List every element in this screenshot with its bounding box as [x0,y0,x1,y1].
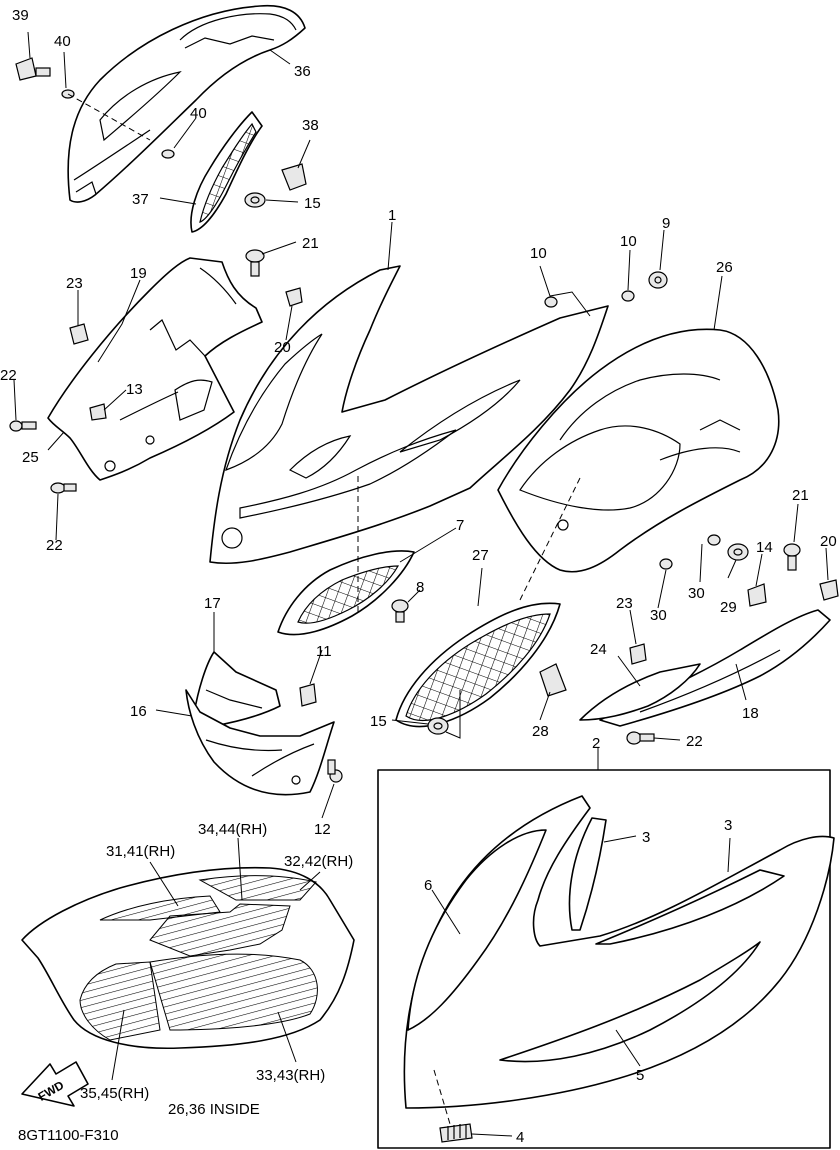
label-32-42: 32,42(RH) [284,853,353,870]
part-37-side-grille [190,111,263,233]
label-40-mid: 40 [190,105,207,122]
label-27: 27 [472,547,489,564]
part-8-screw [391,599,409,623]
label-22-left: 22 [0,367,17,384]
label-10-left: 10 [530,245,547,262]
part-30-washer-a [659,558,673,570]
label-26: 26 [716,259,733,276]
label-36: 36 [294,63,311,80]
part-13-nut [89,403,107,421]
label-22-lower: 22 [46,537,63,554]
part-21-bolt-top [245,249,265,277]
part-4-emblem [439,1123,473,1143]
fwd-arrow: FWD [21,1061,89,1107]
label-12: 12 [314,821,331,838]
part-19-inner-panel [47,257,263,481]
label-40: 40 [54,33,71,50]
label-21: 21 [302,235,319,252]
part-27-main-grille [395,602,561,728]
part-29-grommet [727,543,749,561]
part-24-lower-trim-front [579,663,701,721]
part-22-screw-right [626,731,655,745]
label-20-right: 20 [820,533,837,550]
label-5: 5 [636,1067,644,1084]
label-3-upper: 3 [642,829,650,846]
label-31-41: 31,41(RH) [106,843,175,860]
label-20: 20 [274,339,291,356]
part-20-clip-right [819,579,839,601]
label-38: 38 [302,117,319,134]
label-15: 15 [304,195,321,212]
label-11: 11 [316,643,332,660]
part-12-screw [327,759,343,783]
label-14: 14 [756,539,773,556]
callout-labels: 39 40 36 40 38 37 15 21 1 10 10 9 26 23 … [0,7,837,1146]
part-6-decal-stripe [407,829,547,1031]
label-6: 6 [424,877,432,894]
part-1-side-cowl [209,265,609,565]
part-23-nut-lower [629,643,647,665]
part-11-nut [299,683,317,707]
part-5-decal-lower [499,941,761,1063]
part-22-screw-lower [50,482,77,494]
label-29: 29 [720,599,737,616]
label-8: 8 [416,579,424,596]
label-28: 28 [532,723,549,740]
part-40-washer-mid [161,149,175,159]
part-21-bolt-right [783,543,801,571]
label-30-left: 30 [650,607,667,624]
part-17-lower-panel [193,651,281,727]
label-1: 1 [388,207,396,224]
label-21-right: 21 [792,487,809,504]
part-3-decal-upper [568,817,607,931]
label-22-right: 22 [686,733,703,750]
label-15-lower: 15 [370,713,387,730]
label-33-43: 33,43(RH) [256,1067,325,1084]
part-23-nut-top [69,323,89,345]
part-14-clip [747,583,767,607]
part-36-front-cowl [67,4,306,203]
part-22-screw-left [9,420,37,432]
label-39: 39 [12,7,29,24]
part-39-screw [15,57,51,81]
label-13: 13 [126,381,143,398]
label-30-right: 30 [688,585,705,602]
part-38-clip [281,163,307,191]
part-3-decal-right [595,869,785,945]
part-15-grommet-top [244,192,266,208]
part-26-inner-cover [497,328,780,573]
part-20-clip-top [285,287,303,307]
part-7-duct-grille [277,550,415,636]
label-23: 23 [66,275,83,292]
part-16-lower-cowl [185,689,335,796]
drawing-code: 8GT1100-F310 [18,1127,119,1144]
part-9-grommet [648,271,668,289]
label-9: 9 [662,215,670,232]
note-inside: 26,36 INSIDE [168,1101,260,1118]
label-19: 19 [130,265,147,282]
label-10-right: 10 [620,233,637,250]
label-25: 25 [22,449,39,466]
label-24: 24 [590,641,607,658]
label-4: 4 [516,1129,524,1146]
part-33-35-lower-cowl [21,866,355,1050]
label-18: 18 [742,705,759,722]
part-28-bracket [539,663,567,697]
label-16: 16 [130,703,147,720]
label-23-lower: 23 [616,595,633,612]
leader-lines [13,31,829,1137]
part-15-grommet-lower [427,717,449,735]
label-3-right: 3 [724,817,732,834]
label-2: 2 [592,735,600,752]
label-17: 17 [204,595,221,612]
label-37: 37 [132,191,149,208]
part-30-washer-b [707,534,721,546]
part-10-washer-a [544,296,558,308]
label-35-45: 35,45(RH) [80,1085,149,1102]
part-10-washer-b [621,290,635,302]
label-34-44: 34,44(RH) [198,821,267,838]
label-7: 7 [456,517,464,534]
